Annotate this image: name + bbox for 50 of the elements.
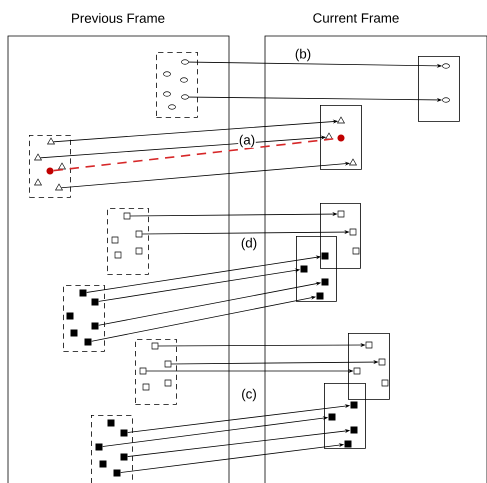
square-marker xyxy=(164,380,172,386)
square-marker xyxy=(70,330,78,336)
square-marker xyxy=(164,360,172,368)
square-marker xyxy=(92,298,98,306)
subfigure-label: (d) xyxy=(240,237,258,251)
square-marker xyxy=(114,252,122,258)
square-marker xyxy=(96,444,102,450)
square-marker xyxy=(66,312,74,320)
square-marker xyxy=(352,248,360,254)
square-marker xyxy=(108,420,114,426)
square-marker xyxy=(140,368,146,374)
square-marker xyxy=(338,210,344,218)
square-marker xyxy=(350,228,356,236)
region-box xyxy=(135,339,177,405)
point-marker xyxy=(46,168,54,174)
square-marker xyxy=(112,236,118,244)
square-marker xyxy=(354,368,360,374)
region-box xyxy=(107,208,149,275)
square-marker xyxy=(92,322,98,330)
region-box xyxy=(324,383,366,449)
region-box xyxy=(320,203,361,269)
square-marker xyxy=(366,342,372,348)
region-box xyxy=(320,105,362,170)
subfigure-label: (a) xyxy=(238,134,256,148)
region-box xyxy=(418,56,460,122)
frame-panel xyxy=(8,36,230,483)
square-marker xyxy=(136,248,142,254)
square-marker xyxy=(84,338,92,346)
square-marker xyxy=(120,454,128,460)
point-marker xyxy=(338,134,344,142)
region-box xyxy=(29,135,71,198)
panel-heading: Current Frame xyxy=(313,13,399,23)
square-marker xyxy=(124,212,130,220)
region-box xyxy=(91,415,133,483)
square-marker xyxy=(152,342,158,350)
square-marker xyxy=(80,290,86,296)
panel-heading: Previous Frame xyxy=(72,13,164,23)
square-marker xyxy=(136,230,142,238)
square-marker xyxy=(114,470,120,476)
region-box xyxy=(296,236,337,302)
square-marker xyxy=(382,380,388,386)
square-marker xyxy=(120,430,128,436)
region-box xyxy=(348,333,390,400)
subfigure-label: (b) xyxy=(294,48,312,62)
region-box xyxy=(156,52,198,118)
square-marker xyxy=(142,384,150,390)
square-marker xyxy=(378,358,386,366)
square-marker xyxy=(100,460,106,468)
region-box xyxy=(63,285,105,352)
subfigure-label: (c) xyxy=(240,388,258,402)
